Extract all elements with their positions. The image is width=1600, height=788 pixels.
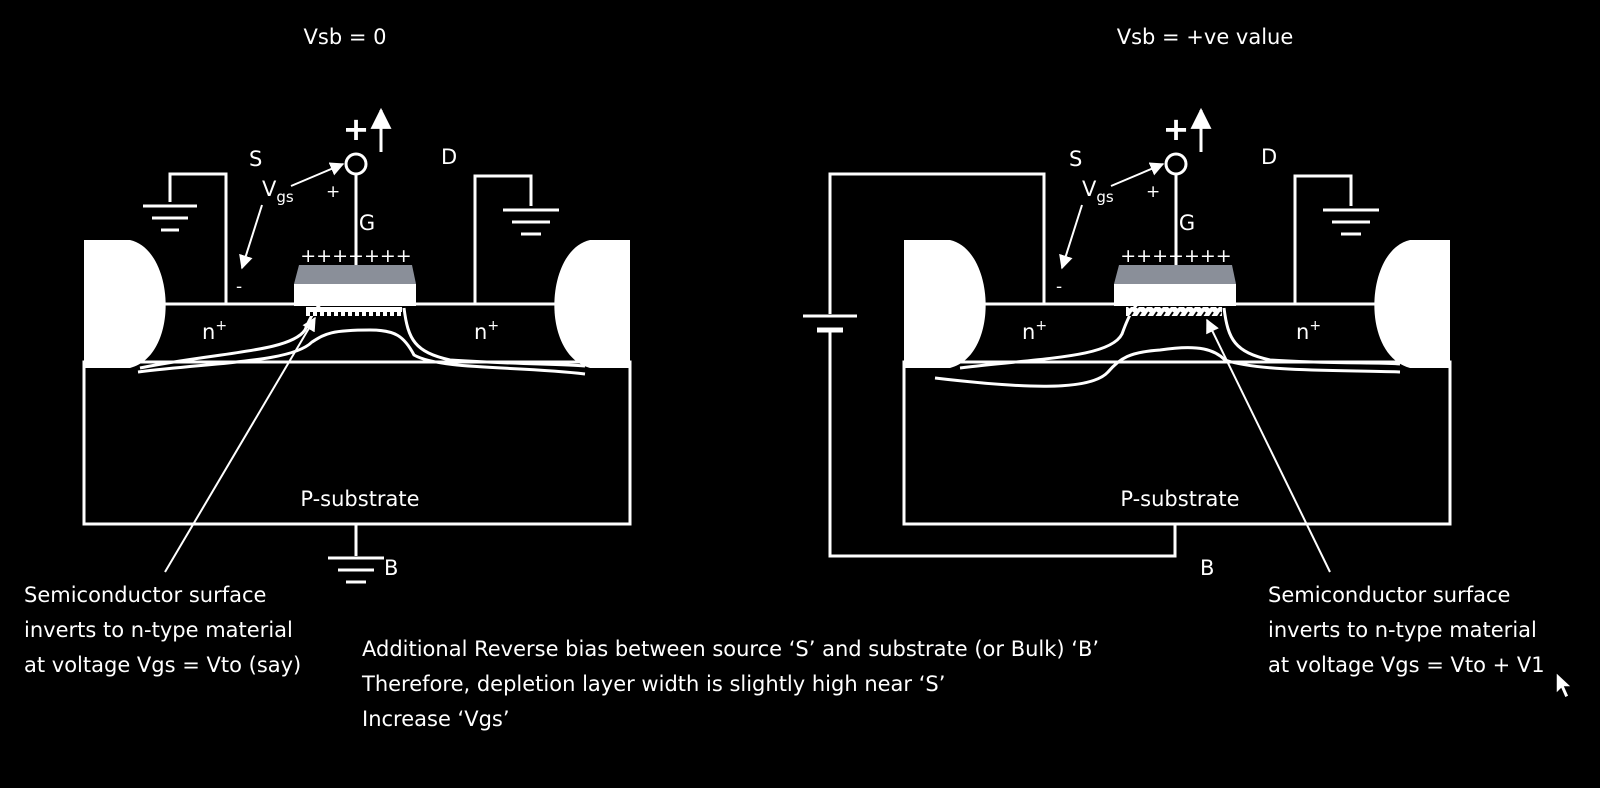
left-gate-metal <box>294 265 416 284</box>
note-line-3: Increase ‘Vgs’ <box>362 707 510 731</box>
right-drain-ground-icon <box>1323 208 1379 236</box>
left-caption-line-3: at voltage Vgs = Vto (say) <box>24 653 302 677</box>
left-vgs-plus: + <box>326 182 340 202</box>
left-source-label: S <box>249 147 262 171</box>
left-drain-junction <box>402 307 586 368</box>
note-line-1: Additional Reverse bias between source ‘… <box>362 637 1100 661</box>
left-drain-wire <box>473 174 533 304</box>
right-field-oxide-left <box>904 240 986 368</box>
left-gate-oxide <box>294 284 416 306</box>
left-n-plus-source: n+ <box>202 318 227 344</box>
left-title: Vsb = 0 <box>304 25 387 49</box>
right-vgs-arrow-plus <box>1110 162 1165 187</box>
right-caption-line-2: inverts to n-type material <box>1268 618 1537 642</box>
right-bulk-wire <box>828 332 1177 558</box>
right-drain-wire <box>1293 174 1353 304</box>
right-diagram: Vsb = +ve value P-substrate n+ n+ ++++++… <box>803 25 1452 580</box>
right-gate-metal <box>1114 265 1236 284</box>
left-source-wire <box>168 172 228 304</box>
left-depletion-boundary <box>137 328 586 376</box>
left-bulk-ground-icon <box>328 556 384 584</box>
right-caption-line-1: Semiconductor surface <box>1268 583 1511 607</box>
left-bulk-label: B <box>384 556 398 580</box>
left-field-oxide-right <box>554 240 630 368</box>
right-drain-junction <box>1222 307 1401 366</box>
left-inversion-channel <box>306 307 402 316</box>
right-drain-label: D <box>1261 145 1277 169</box>
right-caption: Semiconductor surface inverts to n-type … <box>1268 578 1545 683</box>
right-inversion-channel <box>1126 307 1222 316</box>
left-vgs-label: Vgs <box>262 177 294 206</box>
left-gate-plus: + <box>343 110 370 148</box>
right-gate-terminal <box>1164 152 1188 176</box>
right-bulk-label: B <box>1200 556 1214 580</box>
right-n-plus-source: n+ <box>1022 318 1047 344</box>
right-caption-pointer <box>1206 318 1331 573</box>
right-caption-line-3: at voltage Vgs = Vto + V1 <box>1268 653 1545 677</box>
right-vgs-plus: + <box>1146 182 1160 202</box>
left-caption-line-2: inverts to n-type material <box>24 618 293 642</box>
left-drain-ground-icon <box>503 208 559 236</box>
note-line-2: Therefore, depletion layer width is slig… <box>362 672 946 696</box>
left-vgs-arrow-plus <box>290 162 345 187</box>
left-vgs-arrow-minus <box>239 204 263 270</box>
left-gate-terminal <box>344 152 368 176</box>
left-vgs-minus: - <box>236 277 242 297</box>
right-vgs-label: Vgs <box>1082 177 1114 206</box>
right-substrate <box>902 360 1452 526</box>
left-caption: Semiconductor surface inverts to n-type … <box>24 578 301 683</box>
left-diagram: Vsb = 0 P-substrate n+ n+ +++++++ + G + … <box>82 25 632 584</box>
right-gate-plus: + <box>1163 110 1190 148</box>
right-gate-oxide <box>1114 284 1236 306</box>
left-field-oxide-left <box>84 240 166 368</box>
left-n-plus-drain: n+ <box>474 318 499 344</box>
right-gate-label: G <box>1179 211 1195 235</box>
right-vgs-minus: - <box>1056 277 1062 297</box>
left-substrate-label: P-substrate <box>300 487 419 511</box>
left-drain-label: D <box>441 145 457 169</box>
right-source-wire <box>828 172 1046 314</box>
left-source-ground-icon <box>143 204 197 232</box>
right-depletion-boundary <box>934 346 1401 388</box>
right-title: Vsb = +ve value <box>1117 25 1294 49</box>
right-battery-icon <box>803 314 857 333</box>
left-caption-pointer <box>164 316 316 573</box>
right-n-plus-drain: n+ <box>1296 318 1321 344</box>
right-substrate-label: P-substrate <box>1120 487 1239 511</box>
right-source-junction <box>959 296 1146 370</box>
left-gate-label: G <box>359 211 375 235</box>
explanation-notes: Additional Reverse bias between source ‘… <box>362 632 1099 737</box>
right-field-oxide-right <box>1374 240 1450 368</box>
left-caption-line-1: Semiconductor surface <box>24 583 267 607</box>
right-vgs-arrow-minus <box>1059 204 1083 270</box>
left-source-junction <box>139 296 331 370</box>
right-source-label: S <box>1069 147 1082 171</box>
move-cursor-icon <box>1555 670 1574 700</box>
